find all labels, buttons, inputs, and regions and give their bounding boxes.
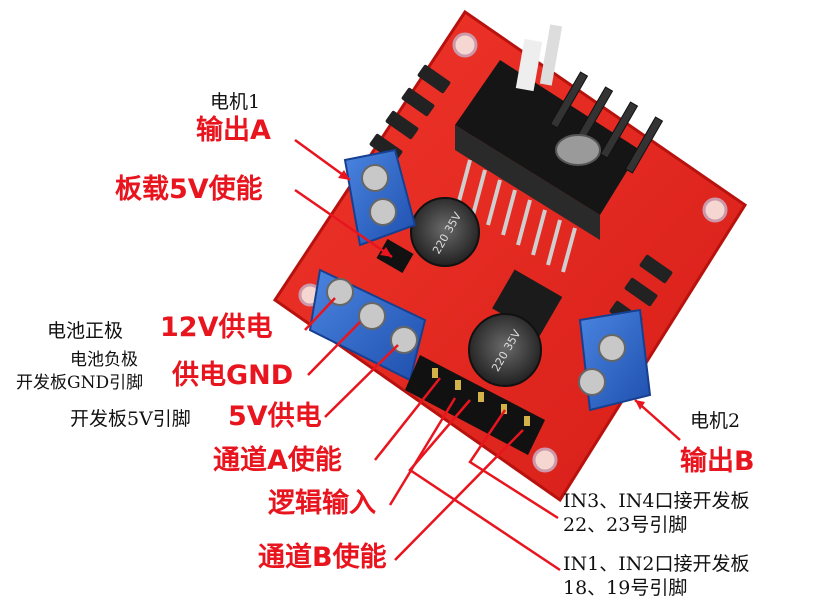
label-channel-b-enable: 通道B使能	[258, 542, 387, 573]
screw-icon	[358, 302, 386, 330]
terminal-motor-a	[343, 148, 417, 247]
label-motor2-title: 电机2	[690, 410, 741, 432]
label-logic-input: 逻辑输入	[268, 488, 376, 519]
label-motor1-title: 电机1	[210, 91, 261, 113]
terminal-motor-b	[578, 308, 652, 412]
label-output-a: 输出A	[196, 115, 271, 146]
label-in12-line1: IN1、IN2口接开发板	[563, 553, 750, 575]
label-channel-a-enable: 通道A使能	[213, 445, 342, 476]
label-in12-line2: 18、19号引脚	[563, 577, 688, 599]
mounting-hole-bottom	[532, 447, 558, 473]
label-12v-supply: 12V供电	[160, 312, 273, 343]
screw-icon	[369, 198, 397, 226]
mounting-hole-top	[452, 32, 478, 58]
mounting-hole-right	[702, 197, 728, 223]
label-battery-positive: 电池正极	[47, 320, 124, 342]
label-devboard-5v-pin: 开发板5V引脚	[70, 408, 191, 430]
label-in34-line2: 22、23号引脚	[563, 514, 688, 536]
label-board-5v-enable: 板载5V使能	[115, 174, 263, 205]
screw-icon	[361, 164, 389, 192]
screw-icon	[598, 334, 626, 362]
label-gnd-supply: 供电GND	[172, 360, 294, 391]
screw-icon	[578, 368, 606, 396]
label-output-b: 输出B	[680, 446, 755, 477]
capacitor-bottom: 220 35V	[468, 313, 542, 387]
voltage-regulator	[492, 269, 563, 336]
capacitor-top: 220 35V	[410, 197, 480, 267]
annotation-arrowheads	[338, 170, 645, 410]
label-devboard-gnd-pin: 开发板GND引脚	[16, 373, 144, 393]
label-in34-line1: IN3、IN4口接开发板	[563, 490, 750, 512]
label-battery-negative: 电池负极	[70, 350, 138, 370]
label-5v-supply: 5V供电	[228, 401, 322, 432]
heatsink	[455, 24, 664, 273]
annotation-lines	[294, 138, 681, 572]
